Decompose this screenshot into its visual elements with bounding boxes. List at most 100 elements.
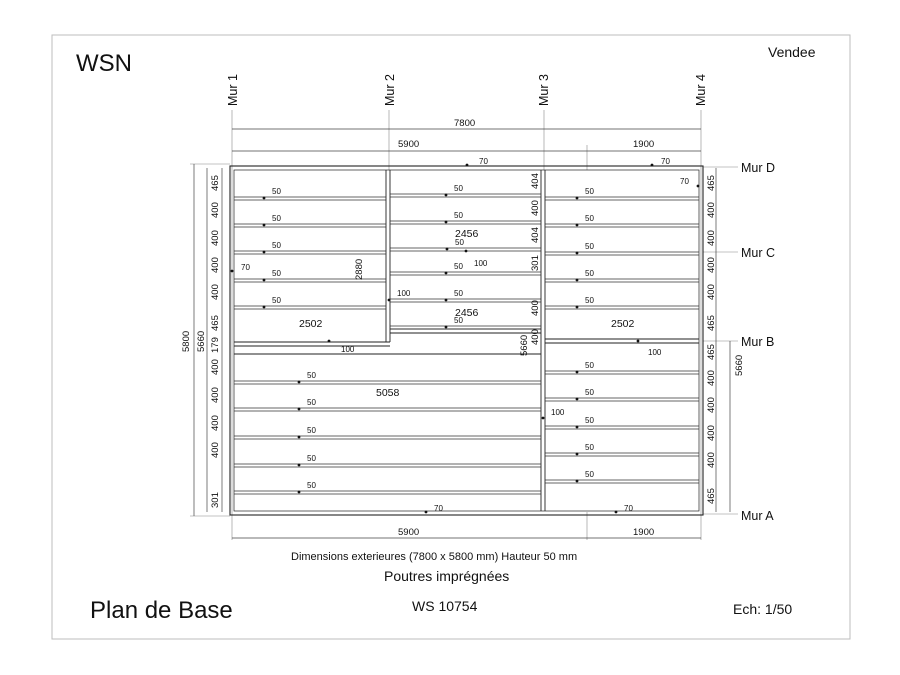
wall-label-mur-2: Mur 2 [383, 74, 397, 106]
joist-label: 50 [585, 269, 594, 278]
dimensions-note: Dimensions exterieures (7800 x 5800 mm) … [291, 551, 577, 563]
joist-marker [262, 278, 266, 282]
material-note: Poutres imprégnées [384, 568, 509, 584]
wall-label-mur-3: Mur 3 [537, 74, 551, 106]
mid-spacing-label: 404 [530, 227, 541, 243]
joist-label: 50 [454, 211, 463, 220]
joist-marker [444, 220, 448, 224]
beam-label-70-left: 70 [241, 263, 250, 272]
joist-marker [262, 305, 266, 309]
joist-marker [262, 223, 266, 227]
left-spacing-label: 400 [210, 284, 221, 300]
right-spacing-label: 465 [706, 488, 717, 504]
right-spacing-label: 400 [706, 230, 717, 246]
dim-overall-width: 7800 [454, 118, 475, 129]
joist-marker [444, 271, 448, 275]
wall-label-mur-b: Mur B [741, 335, 774, 349]
left-spacing-label: 179 [210, 337, 221, 353]
joist-marker [262, 250, 266, 254]
left-spacing-label: 400 [210, 415, 221, 431]
right-spacing-label: 465 [706, 344, 717, 360]
right-spacing-label: 400 [706, 370, 717, 386]
dim-middle-height: 5660 [519, 335, 530, 356]
mid-spacing-label: 400 [530, 300, 541, 316]
joist-marker [575, 305, 579, 309]
joist-marker [445, 247, 449, 251]
reference-lines [190, 110, 738, 540]
joist-marker [297, 435, 301, 439]
mid-spacing-label: 400 [530, 200, 541, 216]
right-spacing-label: 465 [706, 175, 717, 191]
mid-spacing-label: 301 [530, 255, 541, 271]
wall-labels-horizontal: Mur D Mur C Mur B Mur A [741, 161, 775, 523]
joist-marker [575, 196, 579, 200]
joist-label: 50 [585, 443, 594, 452]
beam-label-70-right: 70 [680, 177, 689, 186]
left-spacing-label: 465 [210, 175, 221, 191]
dim-bay-width-right: 2502 [611, 318, 635, 330]
left-spacing-label: 400 [210, 359, 221, 375]
beam-label-70-bottom-right: 70 [624, 504, 633, 513]
left-spacing-label: 400 [210, 230, 221, 246]
joist-label: 50 [272, 269, 281, 278]
joist-label: 50 [307, 426, 316, 435]
right-spacing-label: 400 [706, 202, 717, 218]
joist-marker [575, 397, 579, 401]
right-dimensions [715, 168, 731, 512]
joist-marker [575, 479, 579, 483]
joist-label: 50 [307, 371, 316, 380]
joist-marker [297, 407, 301, 411]
joist-marker [575, 425, 579, 429]
beam-labels: 70 70 70 70 70 70 100 100 100 100 100 [230, 157, 700, 514]
left-dimensions [193, 164, 223, 516]
left-spacing-label: 301 [210, 492, 221, 508]
joist-lines [234, 193, 699, 495]
right-spacing-label: 400 [706, 397, 717, 413]
sheet-border [51, 34, 851, 640]
joist-label: 50 [585, 416, 594, 425]
wall-label-mur-1: Mur 1 [226, 74, 240, 106]
joist-label: 50 [585, 214, 594, 223]
joist-label: 50 [455, 238, 464, 247]
right-spacing-label: 400 [706, 452, 717, 468]
beam-label-100-mid: 100 [474, 259, 488, 268]
dim-bay-width-left: 2502 [299, 318, 323, 330]
joist-label: 50 [454, 262, 463, 271]
joist-label: 50 [585, 296, 594, 305]
joist-label: 50 [454, 289, 463, 298]
wall-label-mur-a: Mur A [741, 509, 774, 523]
reference-number: WS 10754 [412, 598, 478, 614]
joist-marker [444, 298, 448, 302]
left-spacing-label: 400 [210, 387, 221, 403]
joist-label: 50 [585, 187, 594, 196]
wall-label-mur-4: Mur 4 [694, 74, 708, 106]
wall-labels-vertical: Mur 1 Mur 2 Mur 3 Mur 4 [226, 74, 708, 106]
beam-label-70-top: 70 [479, 157, 488, 166]
right-spacing-label: 400 [706, 425, 717, 441]
joist-marker [575, 223, 579, 227]
joist-label: 50 [585, 242, 594, 251]
joist-marker [297, 463, 301, 467]
right-spacing-label: 465 [706, 315, 717, 331]
beam-label-100-murb-right: 100 [648, 348, 662, 357]
right-spacing-label: 400 [706, 257, 717, 273]
dim-mid-vertical: 2880 [354, 259, 365, 280]
beam-label-70-top-right: 70 [661, 157, 670, 166]
joist-label: 50 [585, 361, 594, 370]
dim-lower-bay-width: 5058 [376, 387, 400, 399]
dim-top-left: 5900 [398, 139, 419, 150]
dim-inner-left-height: 5660 [196, 331, 207, 352]
joist-label: 50 [454, 184, 463, 193]
mid-spacing-label: 400 [530, 329, 541, 345]
beam-label-70-bottom: 70 [434, 504, 443, 513]
dim-overall-height: 5800 [181, 331, 192, 352]
joist-label: 50 [307, 481, 316, 490]
beam-label-100-mur2: 100 [397, 289, 411, 298]
joist-marker [575, 251, 579, 255]
joist-marker [297, 490, 301, 494]
joist-label: 50 [307, 398, 316, 407]
joist-label: 50 [272, 187, 281, 196]
